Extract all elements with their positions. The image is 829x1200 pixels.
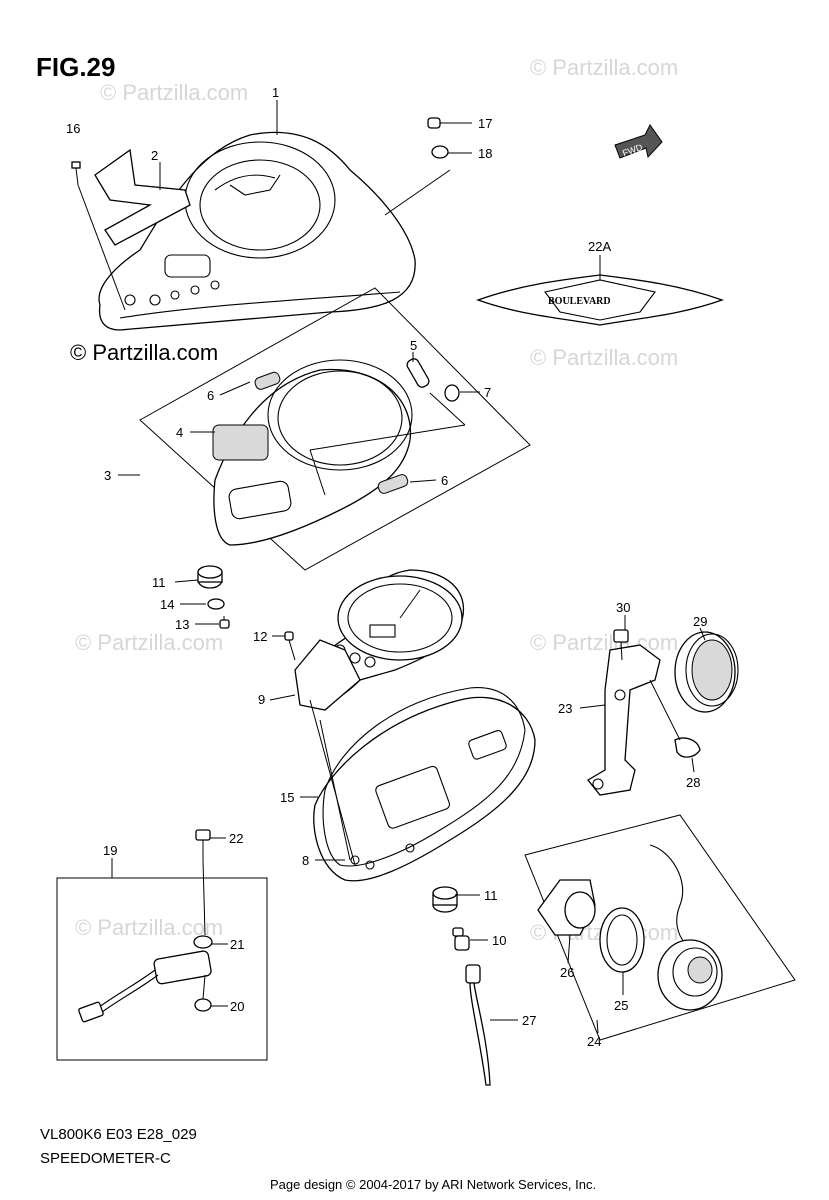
figure-title: FIG.29 — [36, 52, 116, 82]
label-part-1: 1 — [272, 85, 279, 100]
label-part-9: 9 — [258, 692, 265, 707]
meter-case — [212, 358, 460, 546]
label-part-24: 24 — [587, 1034, 601, 1049]
sensor-kit-box — [56, 877, 268, 1061]
label-part-4: 4 — [176, 425, 183, 440]
svg-text:BOULEVARD: BOULEVARD — [548, 296, 611, 307]
label-part-28: 28 — [686, 775, 700, 790]
label-part-23: 23 — [558, 701, 572, 716]
watermark: © Partzilla.com — [100, 80, 249, 105]
housing-cover — [98, 131, 416, 331]
nut-30 — [613, 629, 629, 643]
label-part-8: 8 — [302, 853, 309, 868]
label-part-30: 30 — [616, 600, 630, 615]
lower-case — [313, 687, 536, 882]
label-part-13: 13 — [175, 617, 189, 632]
part-number-labels: 1 2 3 4 5 6 6 7 8 9 10 11 11 12 13 14 15… — [66, 85, 707, 1049]
label-part-27: 27 — [522, 1013, 536, 1028]
washer-14 — [207, 598, 225, 610]
washer-18 — [431, 145, 472, 159]
nut-20 — [194, 998, 212, 1012]
label-part-14: 14 — [160, 597, 174, 612]
label-part-16: 16 — [66, 121, 80, 136]
speed-sensor-box — [524, 814, 796, 1041]
label-part-29: 29 — [693, 614, 707, 629]
speed-sensor — [649, 844, 723, 1011]
label-part-18: 18 — [478, 146, 492, 161]
label-part-6: 6 — [441, 473, 448, 488]
watermark: © Partzilla.com — [75, 630, 224, 655]
diagram-name: SPEEDOMETER-C — [40, 1150, 171, 1167]
watermark: © Partzilla.com — [530, 345, 679, 370]
label-part-11: 11 — [152, 575, 166, 590]
seal-ring-25 — [599, 907, 645, 973]
label-part-15: 15 — [280, 790, 294, 805]
boulevard-emblem: BOULEVARD — [476, 274, 724, 326]
label-part-10: 10 — [492, 933, 506, 948]
label-part-12: 12 — [253, 629, 267, 644]
clamp-28 — [674, 737, 701, 758]
screw-17 — [427, 117, 472, 129]
sensor-housing-26 — [537, 879, 596, 936]
label-part-5: 5 — [410, 338, 417, 353]
diagram-code: VL800K6 E03 E28_029 — [40, 1126, 197, 1143]
fwd-arrow-icon: FWD — [614, 124, 663, 159]
watermark: © Partzilla.com — [530, 55, 679, 80]
indicator-lens-4 — [212, 424, 269, 461]
label-part-2: 2 — [151, 148, 158, 163]
bracket-part — [94, 148, 191, 246]
lamp-bracket — [587, 644, 661, 796]
label-part-17: 17 — [478, 116, 492, 131]
label-part-22: 22 — [229, 831, 243, 846]
sensor-unit — [78, 950, 212, 1023]
page-credit: Page design © 2004-2017 by ARI Network S… — [270, 1177, 597, 1192]
label-part-7: 7 — [484, 385, 491, 400]
label-part-26: 26 — [560, 965, 574, 980]
label-part-11: 11 — [484, 888, 498, 903]
screw-16 — [71, 161, 81, 186]
label-part-22a: 22A — [588, 239, 611, 254]
grommet-11-b — [432, 886, 458, 913]
screw-10 — [452, 927, 470, 951]
screw-22 — [195, 829, 211, 860]
label-part-21: 21 — [230, 937, 244, 952]
leader-lines — [111, 100, 706, 1034]
screw-13 — [219, 616, 230, 629]
watermark: © Partzilla.com — [75, 915, 224, 940]
grommet-11 — [197, 565, 223, 589]
label-part-25: 25 — [614, 998, 628, 1013]
copyright-label: © Partzilla.com — [70, 340, 219, 365]
label-part-20: 20 — [230, 999, 244, 1014]
label-part-6: 6 — [207, 388, 214, 403]
indicator-lamp — [674, 631, 739, 713]
watermark: © Partzilla.com — [530, 630, 679, 655]
washer-21 — [193, 935, 213, 949]
cable-tie — [465, 964, 491, 1086]
screw-12 — [284, 631, 296, 661]
label-part-19: 19 — [103, 843, 117, 858]
circuit-board — [294, 639, 361, 711]
label-part-3: 3 — [104, 468, 111, 483]
